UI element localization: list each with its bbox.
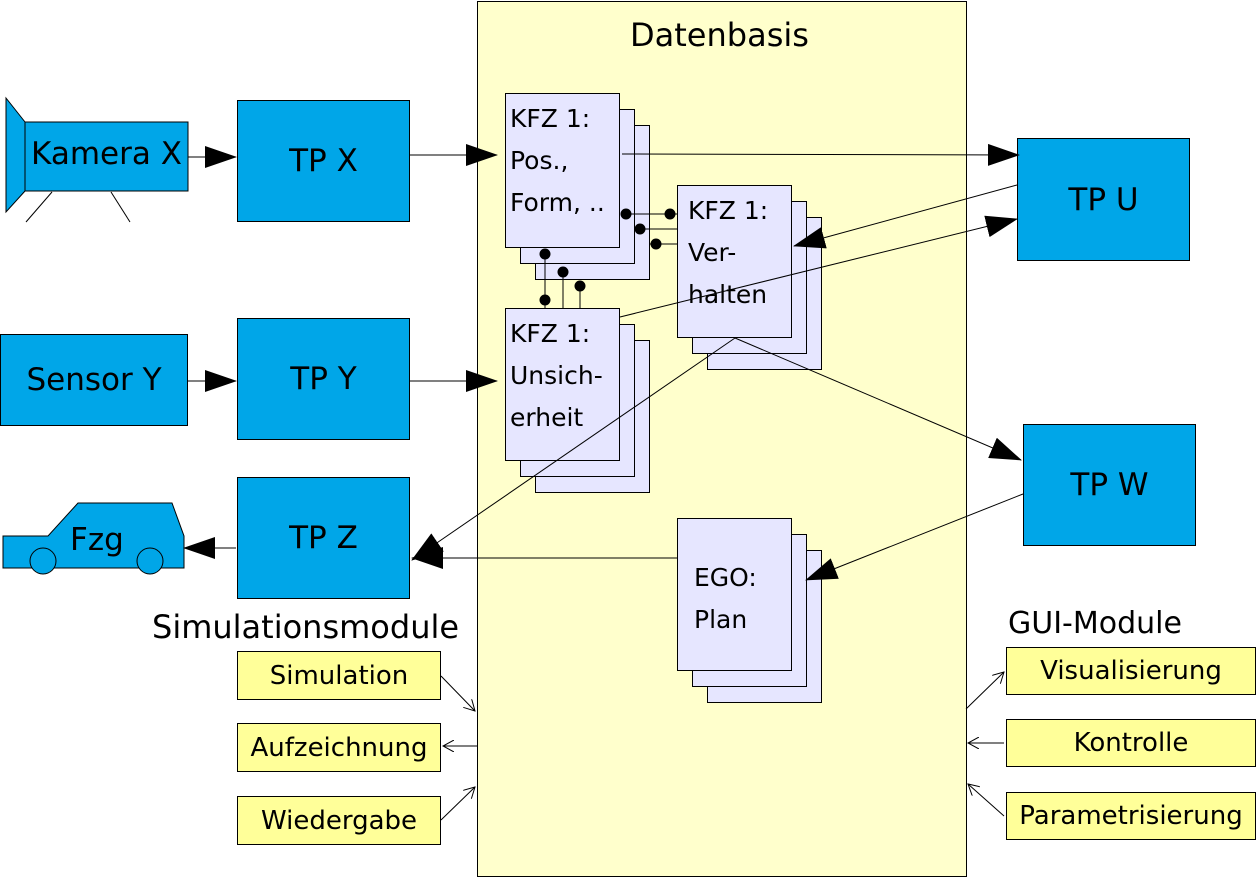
recording-module-label: Aufzeichnung <box>250 732 428 763</box>
arrow-record-tpu <box>621 143 1020 166</box>
record-ego-plan-text: EGO: Plan <box>694 563 757 634</box>
gui-modules-title: GUI-Module <box>1008 606 1182 641</box>
arrow-tpw-ego <box>805 493 1024 581</box>
arrow-uncertainty-tpu <box>619 215 1018 318</box>
recording-module[interactable]: Aufzeichnung <box>237 723 441 772</box>
arrow-simulation-db <box>440 675 475 711</box>
tp-w-box: TP W <box>1023 424 1196 546</box>
record-behavior-text: KFZ 1: Ver- halten <box>688 196 769 309</box>
tp-z-label: TP Z <box>289 520 358 556</box>
sensor-y-box: Sensor Y <box>0 334 188 426</box>
tp-u-box: TP U <box>1017 138 1190 261</box>
vehicle-label: Fzg <box>70 522 124 558</box>
tp-w-label: TP W <box>1070 467 1149 503</box>
visualization-module[interactable]: Visualisierung <box>1006 647 1256 695</box>
tp-y-box: TP Y <box>237 318 410 440</box>
tp-x-box: TP X <box>237 100 410 222</box>
control-module-label: Kontrolle <box>1073 728 1189 758</box>
simulation-module-label: Simulation <box>269 660 409 691</box>
arrow-playback-db <box>440 787 475 821</box>
record-behavior: KFZ 1: Ver- halten <box>677 185 792 338</box>
record-ego-plan: EGO: Plan <box>677 518 792 671</box>
arrow-tpu-behavior <box>793 184 1018 249</box>
tp-z-box: TP Z <box>237 477 410 599</box>
simulation-module[interactable]: Simulation <box>237 651 441 700</box>
database-title: Datenbasis <box>630 16 809 54</box>
control-module[interactable]: Kontrolle <box>1006 719 1256 767</box>
sensor-y-label: Sensor Y <box>26 362 162 398</box>
record-uncertainty-text: KFZ 1: Unsich- erheit <box>510 319 603 432</box>
camera-icon <box>5 96 189 223</box>
arrow-db-visualization <box>965 672 1004 710</box>
tp-y-label: TP Y <box>290 361 357 397</box>
tp-u-label: TP U <box>1068 181 1139 218</box>
tp-x-label: TP X <box>289 143 358 179</box>
playback-module[interactable]: Wiedergabe <box>237 796 441 845</box>
record-links <box>539 208 677 308</box>
arrow-behavior-tpw <box>734 337 1022 461</box>
visualization-module-label: Visualisierung <box>1040 656 1222 686</box>
parametrization-module[interactable]: Parametrisierung <box>1006 792 1256 840</box>
simulation-modules-title: Simulationsmodule <box>152 608 460 646</box>
record-pos-form: KFZ 1: Pos., Form, .. <box>505 93 620 248</box>
playback-module-label: Wiedergabe <box>260 805 418 836</box>
record-uncertainty: KFZ 1: Unsich- erheit <box>505 308 620 461</box>
arrow-behavior-tpz <box>411 337 736 561</box>
parametrization-module-label: Parametrisierung <box>1019 801 1243 831</box>
camera-x-label: Kamera X <box>31 136 182 172</box>
record-pos-form-text: KFZ 1: Pos., Form, .. <box>510 104 605 217</box>
arrow-parametrization-db <box>968 784 1005 817</box>
vehicle-icon <box>2 502 185 575</box>
